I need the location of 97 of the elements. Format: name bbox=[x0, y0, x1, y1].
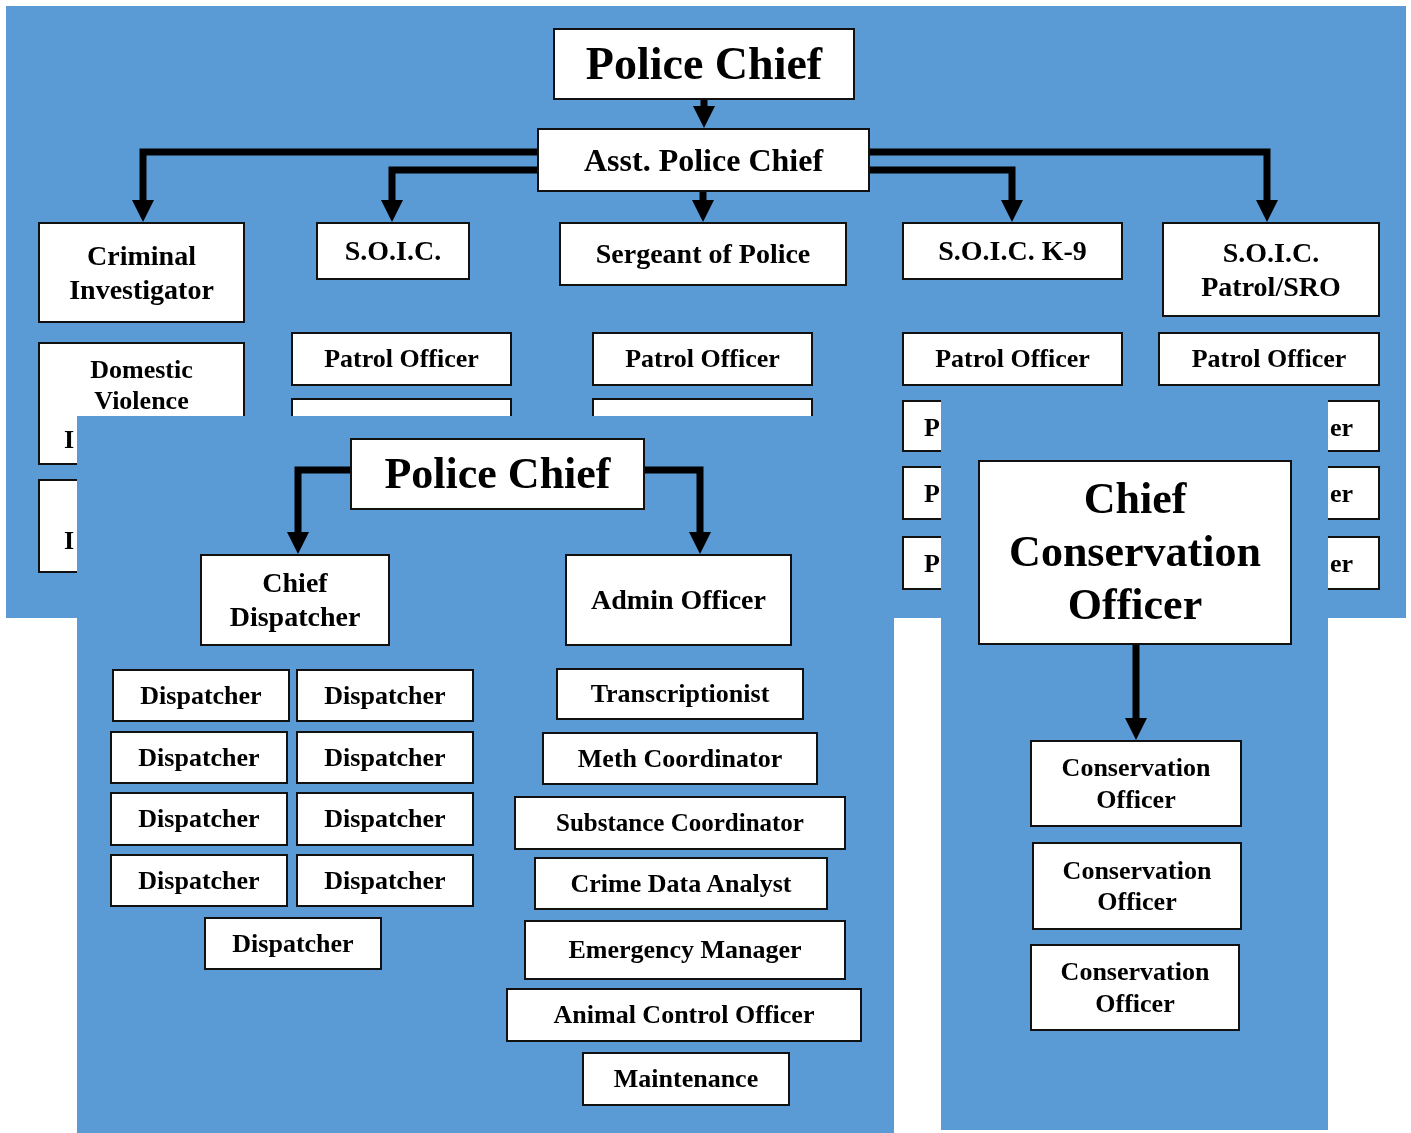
role-label: Patrol Officer bbox=[1190, 343, 1348, 375]
title-box bbox=[1162, 222, 1380, 317]
title-box bbox=[291, 332, 512, 386]
title-box bbox=[38, 342, 245, 416]
title-box bbox=[200, 554, 390, 646]
title-box bbox=[38, 222, 245, 323]
title-box bbox=[902, 332, 1123, 386]
role-label: Dispatcher bbox=[139, 679, 263, 712]
title-box bbox=[1030, 740, 1242, 827]
title-box bbox=[296, 731, 474, 784]
title-box bbox=[1032, 842, 1242, 930]
title-box bbox=[1328, 466, 1380, 520]
title-box bbox=[1158, 332, 1380, 386]
title-box bbox=[296, 854, 474, 907]
role-label: Domestic Violence bbox=[89, 354, 194, 417]
role-label: Emergency Manager bbox=[567, 934, 803, 966]
role-label: Patrol Officer bbox=[624, 343, 781, 375]
role-label: P bbox=[924, 548, 940, 580]
title-box bbox=[112, 669, 290, 722]
arrow bbox=[381, 166, 537, 222]
arrow bbox=[132, 148, 537, 222]
title-box bbox=[1328, 536, 1380, 590]
title-box bbox=[553, 28, 855, 100]
role-label: P bbox=[924, 412, 940, 444]
title-box bbox=[524, 920, 846, 980]
role-label: Dispatcher bbox=[231, 927, 355, 960]
role-label: Chief Dispatcher bbox=[228, 566, 362, 634]
title-box bbox=[1328, 400, 1380, 452]
arrow bbox=[870, 148, 1278, 222]
title-box bbox=[204, 917, 382, 970]
title-box bbox=[514, 796, 846, 850]
role-label: Conservation Officer bbox=[1060, 752, 1212, 815]
role-label: Crime Data Analyst bbox=[569, 867, 793, 900]
title-box bbox=[537, 128, 870, 192]
title-box bbox=[316, 222, 470, 280]
role-label: Chief Conservation Officer bbox=[1008, 473, 1262, 631]
role-label: Maintenance bbox=[612, 1063, 760, 1095]
title-box bbox=[350, 438, 645, 510]
role-label: Dispatcher bbox=[137, 741, 261, 774]
role-label: S.O.I.C. K-9 bbox=[937, 234, 1088, 268]
role-label: Dispatcher bbox=[137, 803, 261, 835]
role-label: Police Chief bbox=[383, 447, 612, 500]
arrow bbox=[1125, 645, 1147, 740]
title-box bbox=[559, 222, 847, 286]
title-box bbox=[110, 854, 288, 907]
role-label: I bbox=[64, 525, 75, 557]
title-box bbox=[110, 792, 288, 846]
title-box bbox=[38, 479, 77, 573]
role-label: I bbox=[64, 424, 75, 456]
title-box bbox=[565, 554, 792, 646]
arrow bbox=[287, 466, 350, 554]
title-box bbox=[556, 668, 804, 720]
role-label: S.O.I.C. bbox=[343, 234, 443, 268]
role-label: Criminal Investigator bbox=[68, 238, 215, 307]
title-box bbox=[1030, 944, 1240, 1031]
role-label: Sergeant of Police bbox=[594, 237, 812, 271]
title-box bbox=[534, 857, 828, 910]
title-box bbox=[110, 731, 288, 784]
role-label: er bbox=[1330, 478, 1354, 510]
role-label: Dispatcher bbox=[323, 741, 447, 774]
role-label: Patrol Officer bbox=[934, 343, 1091, 375]
role-label: S.O.I.C. Patrol/SRO bbox=[1200, 235, 1342, 304]
role-label: Dispatcher bbox=[323, 679, 447, 712]
arrow bbox=[693, 100, 715, 128]
title-box bbox=[902, 222, 1123, 280]
role-label: Transcriptionist bbox=[589, 678, 771, 710]
title-box bbox=[291, 398, 512, 416]
role-label: Police Chief bbox=[584, 37, 824, 92]
role-label: Dispatcher bbox=[323, 864, 447, 897]
role-label: Admin Officer bbox=[590, 583, 767, 617]
title-box bbox=[902, 466, 941, 520]
title-box bbox=[296, 792, 474, 846]
role-label: Animal Control Officer bbox=[552, 999, 816, 1031]
arrow bbox=[870, 166, 1023, 222]
title-box bbox=[592, 398, 813, 416]
title-box bbox=[902, 536, 941, 590]
role-label: Conservation Officer bbox=[1059, 956, 1211, 1019]
role-label: Dispatcher bbox=[323, 803, 447, 835]
title-box bbox=[902, 400, 941, 452]
title-box bbox=[506, 988, 862, 1042]
role-label: Asst. Police Chief bbox=[582, 140, 825, 180]
role-label: Conservation Officer bbox=[1061, 854, 1213, 918]
role-label: Patrol Officer bbox=[323, 343, 480, 375]
title-box bbox=[38, 416, 77, 465]
role-label: P bbox=[924, 478, 940, 510]
title-box bbox=[542, 732, 818, 785]
role-label: Substance Coordinator bbox=[555, 808, 805, 838]
title-box bbox=[978, 460, 1292, 645]
role-label: Dispatcher bbox=[137, 864, 261, 897]
role-label: er bbox=[1330, 548, 1354, 580]
arrow bbox=[692, 192, 714, 222]
title-box bbox=[582, 1052, 790, 1106]
role-label: er bbox=[1330, 412, 1354, 444]
role-label: Meth Coordinator bbox=[576, 742, 784, 775]
title-box bbox=[592, 332, 813, 386]
arrow bbox=[645, 466, 711, 554]
title-box bbox=[296, 669, 474, 722]
